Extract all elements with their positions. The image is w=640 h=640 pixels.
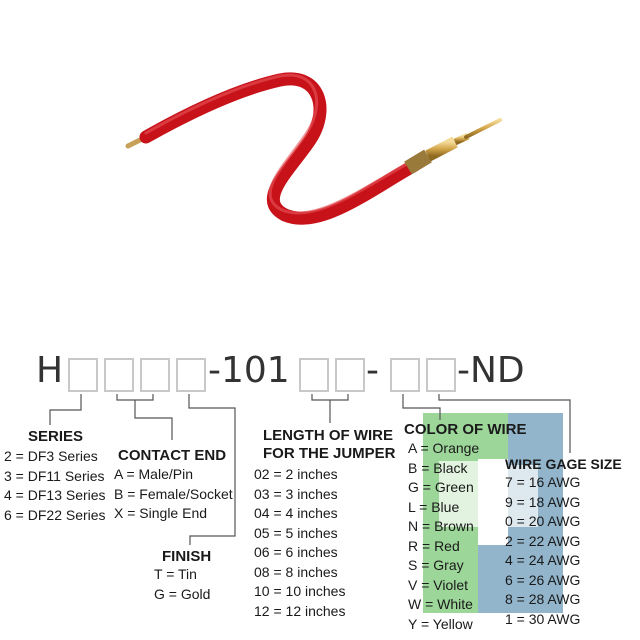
- color-box: [390, 358, 420, 392]
- color-item: R = Red: [408, 537, 460, 554]
- length-list: 02 = 2 inches 03 = 3 inches 04 = 4 inche…: [254, 465, 396, 621]
- length-item: 04 = 4 inches: [254, 505, 338, 521]
- gold-pin: [464, 118, 502, 139]
- code-prefix: H: [36, 350, 64, 391]
- color-item: B = Black: [408, 459, 468, 476]
- gage-item: 4 = 24 AWG: [505, 552, 581, 568]
- length-item: 02 = 2 inches: [254, 466, 338, 482]
- length-box-2: [335, 358, 365, 392]
- red-wire: [139, 72, 422, 225]
- contact-end-list: A = Male/Pin B = Female/Socket X = Singl…: [114, 465, 233, 524]
- contact-end-item: X = Single End: [114, 505, 208, 521]
- length-item: 08 = 8 inches: [254, 563, 338, 580]
- color-item: W = White: [408, 596, 473, 612]
- gage-box: [426, 358, 456, 392]
- series-item: 6 = DF22 Series: [4, 506, 106, 523]
- finish-box: [176, 358, 206, 392]
- gage-section: WIRE GAGE SIZE 7 = 16 AWG 9 = 18 AWG 0 =…: [505, 456, 622, 629]
- gage-heading: WIRE GAGE SIZE: [505, 456, 622, 472]
- gage-item: 0 = 20 AWG: [505, 513, 581, 529]
- length-heading-line2: FOR THE JUMPER: [263, 445, 396, 462]
- finish-list: T = Tin G = Gold: [154, 565, 211, 604]
- length-box-1: [299, 358, 329, 392]
- color-item: S = Gray: [408, 557, 464, 573]
- watermark-logo: [423, 413, 563, 613]
- length-item: 12 = 12 inches: [254, 602, 346, 619]
- finish-item: T = Tin: [154, 566, 197, 582]
- length-section: LENGTH OF WIRE FOR THE JUMPER 02 = 2 inc…: [254, 427, 396, 621]
- contact-box-2: [140, 358, 170, 392]
- contact-end-heading: CONTACT END: [118, 447, 227, 464]
- finish-item: G = Gold: [154, 585, 211, 602]
- color-item: L = Blue: [408, 498, 460, 515]
- contact-end-item: A = Male/Pin: [114, 466, 193, 482]
- series-list: 2 = DF3 Series 3 = DF11 Series 4 = DF13 …: [4, 447, 106, 525]
- color-item: A = Orange: [408, 440, 480, 456]
- contact-end-item: B = Female/Socket: [114, 485, 233, 502]
- length-item: 03 = 3 inches: [254, 485, 338, 502]
- series-heading: SERIES: [28, 428, 84, 445]
- code-suffix: -ND: [457, 350, 525, 391]
- finish-section: FINISH T = Tin G = Gold: [154, 548, 212, 604]
- color-heading: COLOR OF WIRE: [404, 421, 527, 438]
- gage-item: 7 = 16 AWG: [505, 474, 581, 490]
- color-item: N = Brown: [408, 518, 474, 534]
- length-heading-line1: LENGTH OF WIRE: [263, 427, 393, 444]
- gage-item: 9 = 18 AWG: [505, 493, 581, 510]
- series-item: 4 = DF13 Series: [4, 487, 106, 503]
- gage-list: 7 = 16 AWG 9 = 18 AWG 0 = 20 AWG 2 = 22 …: [505, 473, 622, 629]
- code-middle: -101: [208, 350, 290, 391]
- gage-item: 8 = 28 AWG: [505, 591, 581, 607]
- color-item: G = Green: [408, 479, 474, 495]
- color-section: COLOR OF WIRE A = Orange B = Black G = G…: [404, 421, 527, 634]
- gage-item: 2 = 22 AWG: [505, 532, 581, 549]
- series-item: 2 = DF3 Series: [4, 448, 98, 464]
- part-number-code: H: [36, 350, 63, 391]
- color-item: Y = Yellow: [408, 615, 473, 632]
- color-list: A = Orange B = Black G = Green L = Blue …: [408, 439, 527, 634]
- series-section: SERIES 2 = DF3 Series 3 = DF11 Series 4 …: [4, 428, 106, 525]
- gage-item: 1 = 30 AWG: [505, 610, 581, 627]
- finish-heading: FINISH: [162, 548, 212, 565]
- series-box: [68, 358, 98, 392]
- code-dash: -: [366, 350, 379, 391]
- contact-end-section: CONTACT END A = Male/Pin B = Female/Sock…: [114, 447, 233, 524]
- length-item: 06 = 6 inches: [254, 544, 338, 560]
- gage-item: 6 = 26 AWG: [505, 571, 581, 588]
- length-item: 05 = 5 inches: [254, 524, 338, 541]
- length-item: 10 = 10 inches: [254, 583, 346, 599]
- jumper-wire-photo: [125, 72, 502, 225]
- series-item: 3 = DF11 Series: [4, 467, 105, 484]
- contact-box-1: [104, 358, 134, 392]
- color-item: V = Violet: [408, 576, 469, 593]
